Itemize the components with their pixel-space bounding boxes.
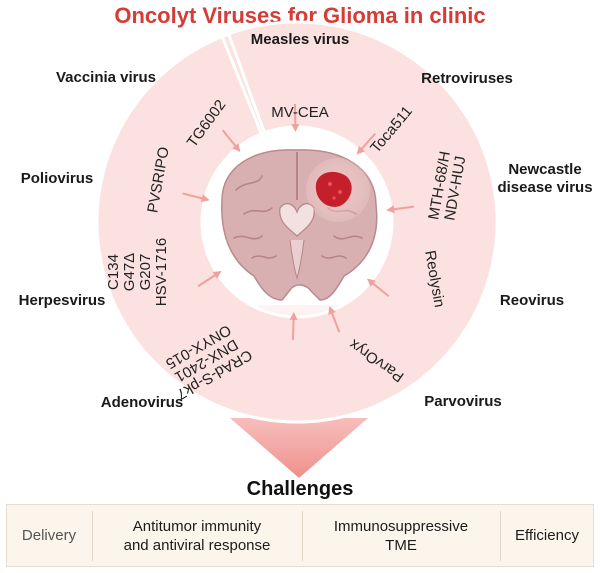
inward-arrowhead-measles: [291, 123, 300, 133]
virus-label-reovirus: Reovirus: [499, 292, 565, 309]
divider: [92, 511, 93, 561]
inward-arrowhead-poliovirus: [232, 143, 241, 153]
inward-arrowhead-retroviruses: [356, 145, 365, 155]
inward-arrowhead-reovirus: [366, 278, 376, 287]
challenge-efficiency: Efficiency: [515, 527, 579, 544]
divider: [302, 511, 303, 561]
virus-label-poliovirus: Poliovirus: [20, 170, 94, 187]
virus-label-adenovirus: Adenovirus: [100, 394, 184, 411]
virus-label-retroviruses: Retroviruses: [421, 70, 513, 87]
segment-vaccinia: [95, 20, 499, 424]
inward-arrowhead-parvovirus: [289, 311, 298, 321]
challenge-delivery: Delivery: [21, 527, 77, 544]
challenges-title: Challenges: [246, 478, 354, 500]
divider: [500, 511, 501, 561]
inward-arrowhead-herpesvirus: [200, 194, 210, 203]
virus-label-measles: Measles virus: [250, 31, 350, 48]
tumor: [315, 171, 352, 207]
inward-arrows: [182, 104, 415, 340]
brain-illustration: [221, 149, 378, 301]
virus-label-herpesvirus: Herpesvirus: [18, 292, 106, 309]
inward-arrowhead-adenovirus: [212, 271, 222, 279]
agent-mv-cea: MV-CEA: [271, 104, 329, 121]
inward-arrowhead-newcastle: [386, 205, 395, 214]
segment-ring: [95, 20, 499, 424]
inward-arrowhead-vaccinia: [328, 306, 336, 315]
virus-label-parvovirus: Parvovirus: [424, 393, 502, 410]
virus-label-vaccinia: Vaccinia virus: [55, 69, 157, 86]
